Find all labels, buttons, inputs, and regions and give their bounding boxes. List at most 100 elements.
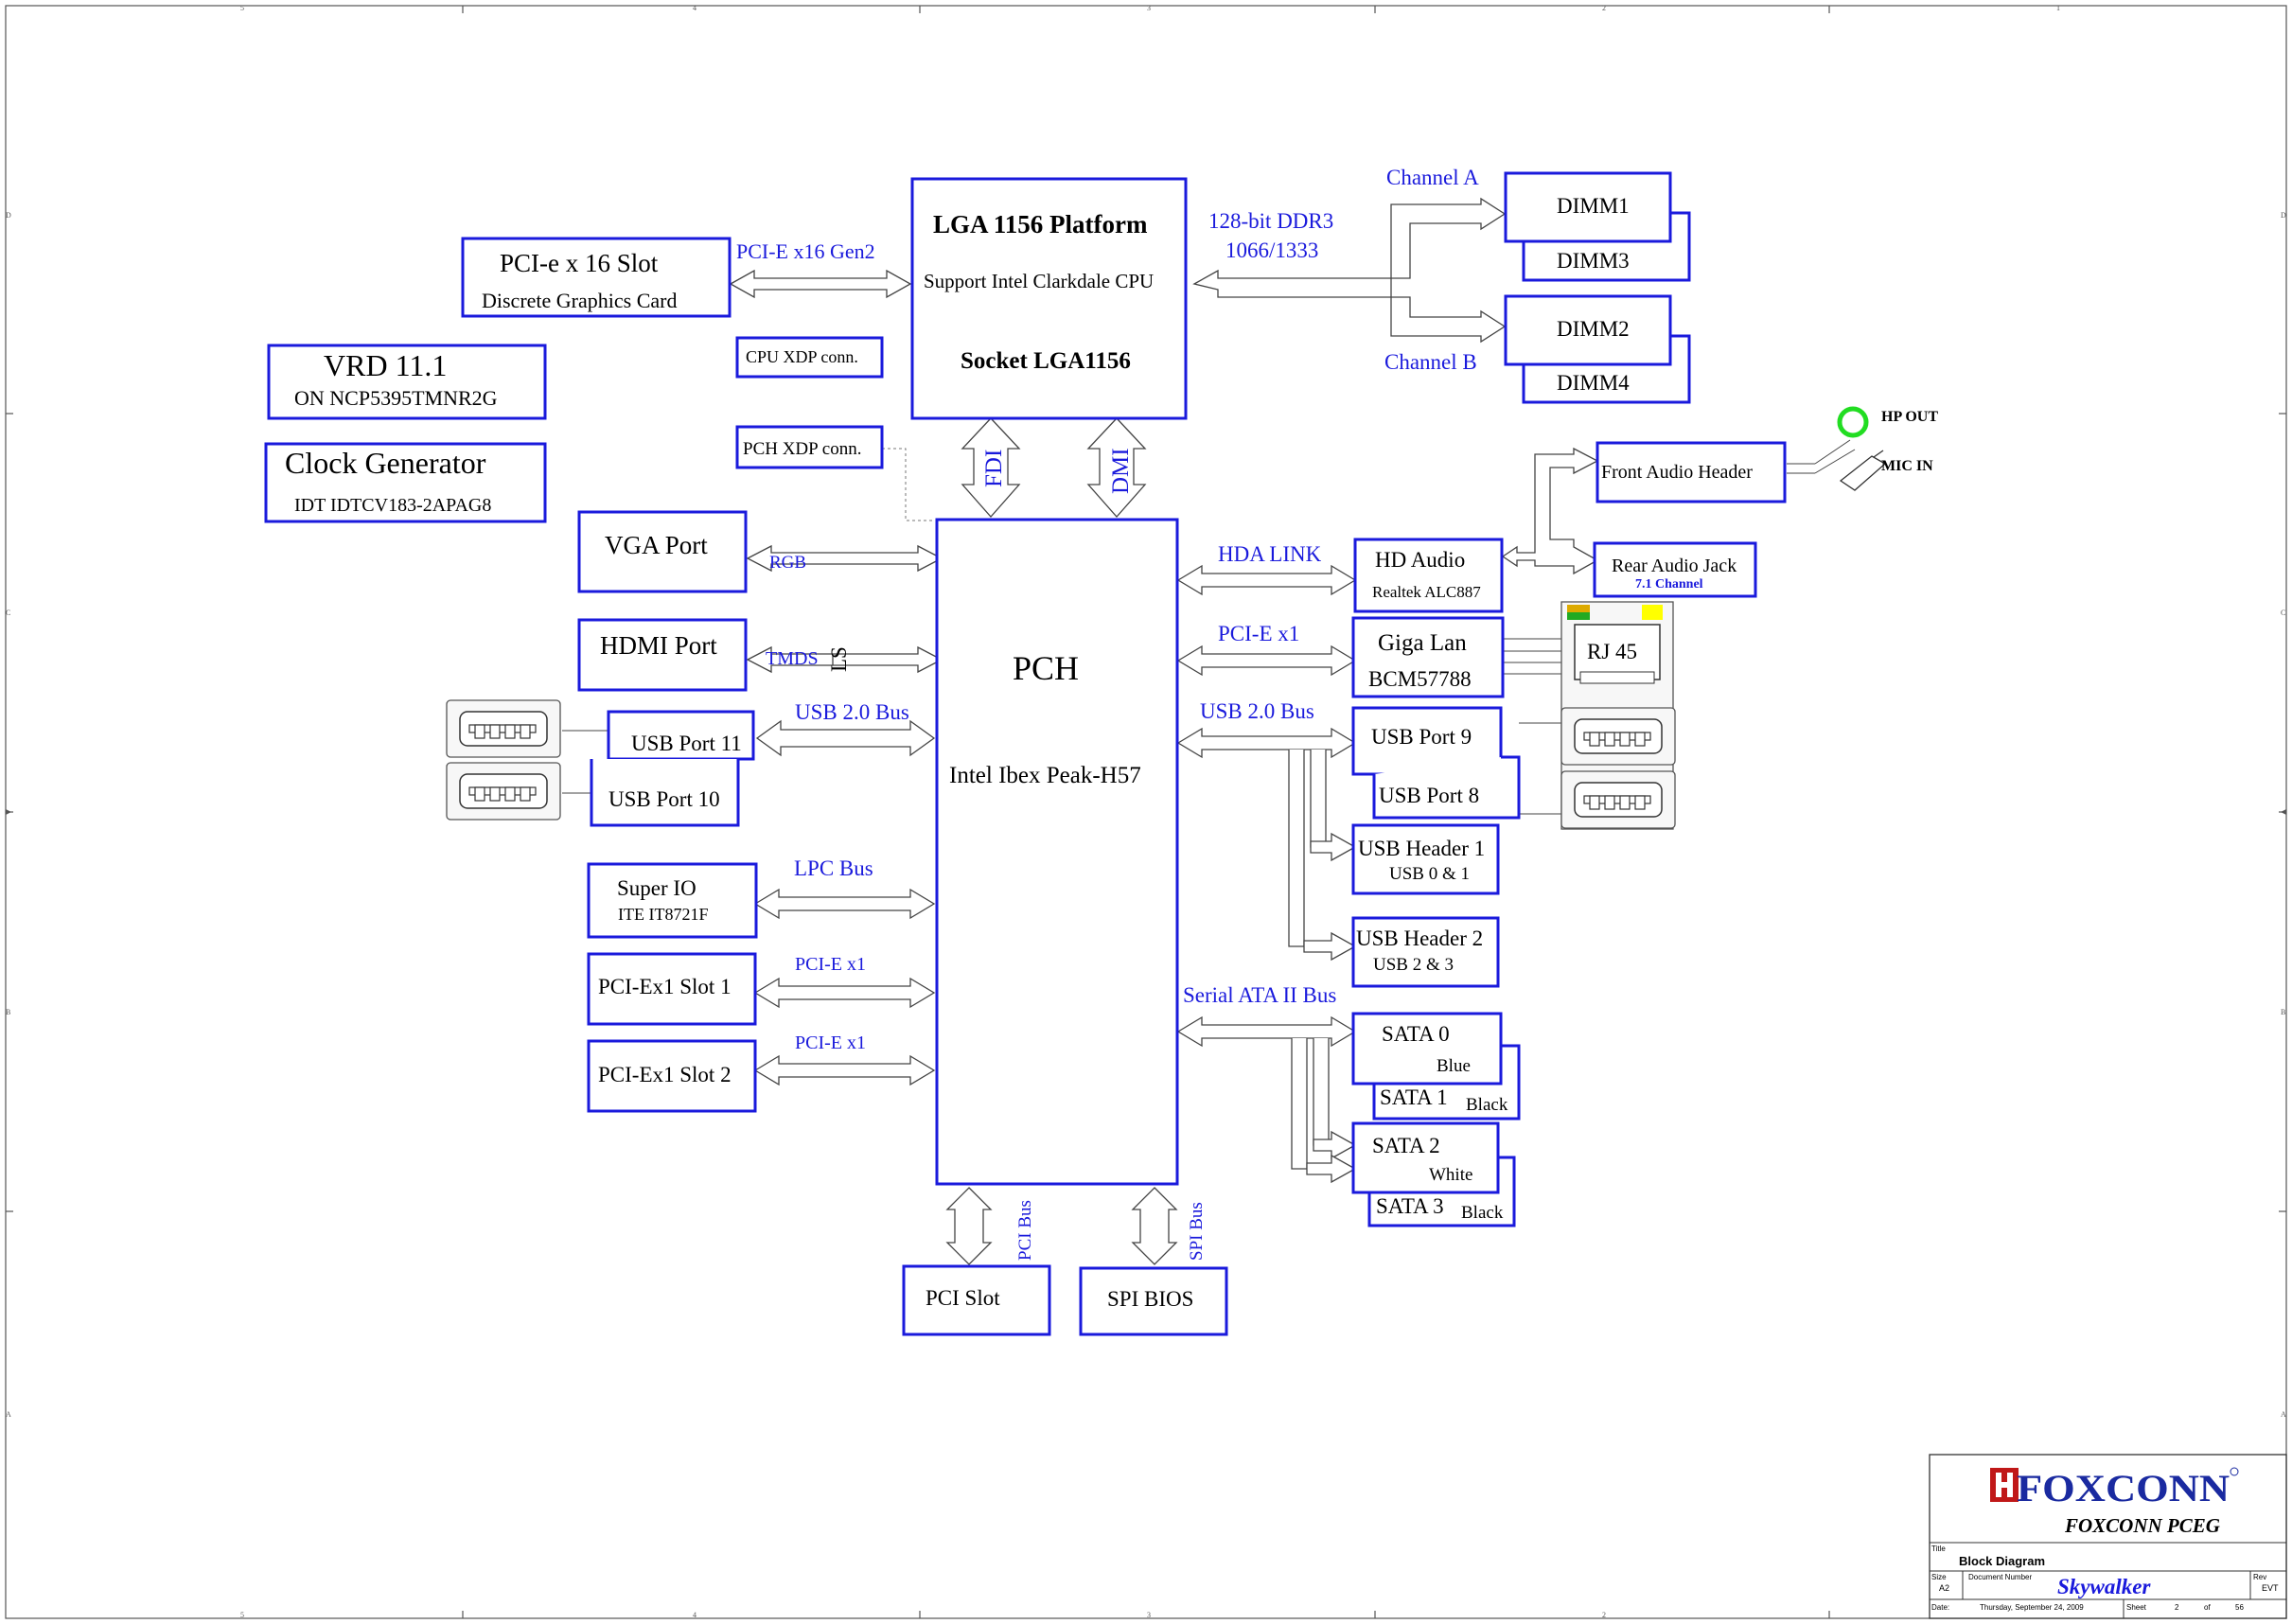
sata-1-title: SATA 1 bbox=[1380, 1086, 1448, 1109]
pciex1-1-arrow bbox=[753, 977, 936, 1009]
dimm1-arrow bbox=[1390, 197, 1507, 279]
pcie-x1-lan-label: PCI-E x1 bbox=[1218, 622, 1299, 645]
hd-audio-subtitle: Realtek ALC887 bbox=[1372, 583, 1481, 601]
usb-port-8-label: USB Port 8 bbox=[1379, 784, 1479, 807]
pci-ex1-slot-1-label: PCI-Ex1 Slot 1 bbox=[598, 975, 732, 998]
usb-header-2-block: USB Header 2 USB 2 & 3 bbox=[1351, 916, 1500, 988]
hd-audio-title: HD Audio bbox=[1375, 548, 1465, 572]
total-sheets: 56 bbox=[2235, 1603, 2244, 1612]
sata-1-color: Black bbox=[1466, 1095, 1508, 1115]
front-audio-header-block: Front Audio Header bbox=[1596, 441, 1787, 503]
vrd-block: VRD 11.1 ON NCP5395TMNR2G bbox=[267, 344, 547, 420]
cpu-xdp-label: CPU XDP conn. bbox=[746, 347, 858, 366]
frame-col-label: 2 bbox=[1602, 1611, 1606, 1619]
pcie-lan-arrow bbox=[1176, 644, 1357, 677]
usb-jack-left-top bbox=[446, 699, 561, 758]
sata-3-color: Black bbox=[1461, 1203, 1504, 1223]
pcie-x16-label: PCI-E x16 Gen2 bbox=[736, 239, 875, 263]
spi-bus-arrow bbox=[1131, 1187, 1178, 1265]
fdi-label: FDI bbox=[981, 450, 1007, 487]
pch-xdp-link bbox=[882, 448, 935, 521]
date-label: Date: bbox=[1931, 1603, 1949, 1612]
frame-row-label: B bbox=[2281, 1008, 2285, 1016]
channel-a-label: Channel A bbox=[1386, 166, 1479, 189]
frame-col-label: 4 bbox=[693, 1611, 696, 1619]
frame-col-label: 2 bbox=[1602, 4, 1606, 12]
hdmi-port-block: HDMI Port bbox=[577, 618, 748, 692]
usb-header-1-title: USB Header 1 bbox=[1358, 837, 1485, 860]
title-value: Block Diagram bbox=[1959, 1554, 2045, 1568]
sata-3-title: SATA 3 bbox=[1376, 1194, 1444, 1218]
pch-subtitle: Intel Ibex Peak-H57 bbox=[949, 763, 1141, 788]
hp-out-label: HP OUT bbox=[1881, 409, 1938, 425]
pcie-x16-arrow bbox=[729, 269, 912, 299]
super-io-block: Super IO ITE IT8721F bbox=[587, 862, 758, 939]
cpu-block: LGA 1156 Platform Support Intel Clarkdal… bbox=[910, 177, 1188, 420]
sata-2-block: SATA 2 White bbox=[1351, 1121, 1500, 1194]
dimm2-block: DIMM2 bbox=[1504, 294, 1672, 366]
rear-audio-jack-subtitle: 7.1 Channel bbox=[1635, 577, 1703, 591]
vga-port-label: VGA Port bbox=[605, 531, 708, 559]
usb-port-9-label: USB Port 9 bbox=[1371, 725, 1472, 749]
frame-row-label: D bbox=[6, 211, 11, 220]
sata-0-color: Blue bbox=[1437, 1056, 1471, 1076]
spi-bios-label: SPI BIOS bbox=[1107, 1287, 1193, 1311]
spi-bios-block: SPI BIOS bbox=[1079, 1266, 1228, 1336]
dmi-arrow bbox=[1086, 417, 1147, 518]
mic-in-label: MIC IN bbox=[1881, 458, 1933, 474]
usb-header-1-block: USB Header 1 USB 0 & 1 bbox=[1351, 823, 1500, 895]
rev-value: EVT bbox=[2262, 1583, 2279, 1593]
usb-bus-left-label: USB 2.0 Bus bbox=[795, 700, 909, 724]
spi-bus-label: SPI Bus bbox=[1187, 1202, 1207, 1261]
cpu-xdp-block: CPU XDP conn. bbox=[735, 336, 884, 379]
company-name: FOXCONN PCEG bbox=[2064, 1514, 2220, 1537]
vga-port-block: VGA Port bbox=[577, 510, 748, 593]
ddr-arrow bbox=[1192, 269, 1392, 298]
link-labels: 128-bit DDR3 1066/1333 Channel A Channel… bbox=[736, 166, 1479, 1261]
usb-left-arrow bbox=[755, 719, 936, 757]
pci-slot-block: PCI Slot bbox=[902, 1264, 1051, 1336]
pci-ex1-slot-2-block: PCI-Ex1 Slot 2 bbox=[587, 1039, 757, 1113]
rear-audio-jack-title: Rear Audio Jack bbox=[1612, 556, 1737, 576]
frame-col-label: 3 bbox=[1147, 4, 1151, 12]
frame-row-label: A bbox=[6, 1410, 11, 1419]
rear-audio-jack-block: Rear Audio Jack 7.1 Channel bbox=[1593, 541, 1757, 598]
hd-audio-block: HD Audio Realtek ALC887 bbox=[1353, 538, 1504, 613]
usb-jack-right-bottom bbox=[1560, 770, 1676, 829]
usb-right-arrow bbox=[1176, 727, 1357, 759]
pci-bus-label: PCI Bus bbox=[1015, 1200, 1035, 1261]
ddr-speed-label: 1066/1333 bbox=[1225, 238, 1318, 262]
frame-row-label: C bbox=[6, 609, 10, 617]
pch-block: PCH Intel Ibex Peak-H57 bbox=[935, 518, 1179, 1186]
giga-lan-title: Giga Lan bbox=[1378, 630, 1467, 656]
foxconn-logo-text: FOXCONN bbox=[2017, 1467, 2230, 1509]
hda-arrow bbox=[1176, 564, 1357, 596]
frame-row-label: D bbox=[2281, 211, 2286, 220]
sata-tree bbox=[1291, 1038, 1308, 1170]
lpc-arrow bbox=[753, 888, 936, 920]
frame-col-label: 1 bbox=[2056, 4, 2060, 12]
usb-port-10-block: USB Port 10 bbox=[590, 759, 740, 827]
sata-bus-label: Serial ATA II Bus bbox=[1183, 983, 1336, 1007]
size-label: Size bbox=[1931, 1573, 1947, 1581]
dimm2-arrow bbox=[1390, 296, 1507, 344]
super-io-subtitle: ITE IT8721F bbox=[618, 905, 708, 924]
hda-link-label: HDA LINK bbox=[1218, 542, 1322, 566]
usb-header-2-title: USB Header 2 bbox=[1356, 927, 1483, 950]
rev-label: Rev bbox=[2253, 1573, 2266, 1581]
sheet-label: Sheet bbox=[2126, 1603, 2147, 1612]
ddr-label: 128-bit DDR3 bbox=[1208, 209, 1333, 233]
pci-ex1-slot-2-label: PCI-Ex1 Slot 2 bbox=[598, 1063, 732, 1086]
usb-right-tree bbox=[1288, 750, 1305, 947]
usb-port-10-label: USB Port 10 bbox=[608, 787, 720, 811]
usb-jack-left-bottom bbox=[446, 762, 561, 821]
docnum-value: Skywalker bbox=[2057, 1575, 2151, 1598]
pci-bus-arrow bbox=[945, 1187, 993, 1265]
pch-xdp-block: PCH XDP conn. bbox=[735, 425, 884, 469]
rgb-label: RGB bbox=[769, 553, 806, 573]
front-audio-header-label: Front Audio Header bbox=[1601, 462, 1753, 483]
frame-col-label: 3 bbox=[1147, 1611, 1151, 1619]
super-io-title: Super IO bbox=[617, 876, 696, 900]
pciex1-2-arrow bbox=[753, 1054, 936, 1086]
